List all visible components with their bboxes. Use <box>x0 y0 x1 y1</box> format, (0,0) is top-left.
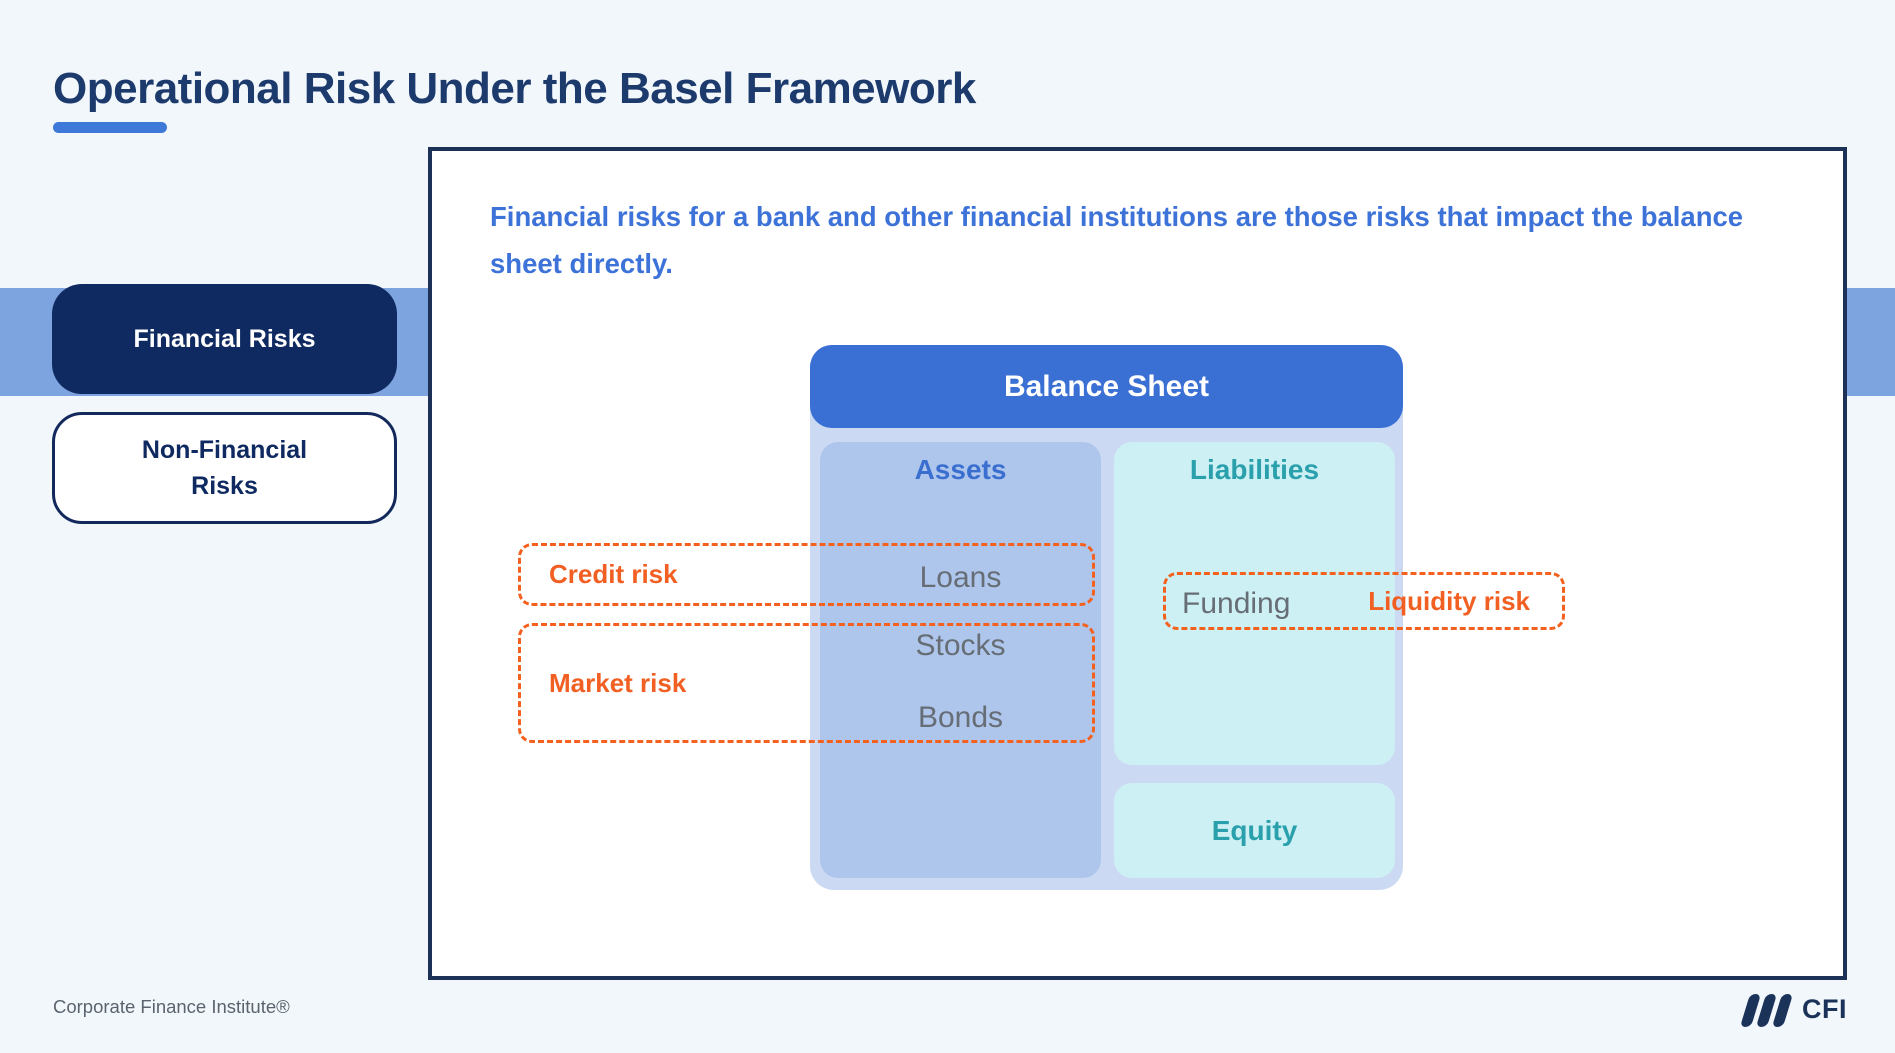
assets-heading: Assets <box>914 454 1007 485</box>
assets-column <box>820 442 1101 878</box>
liabilities-heading: Liabilities <box>1189 454 1320 485</box>
asset-item-bonds: Bonds <box>917 701 1004 734</box>
market-risk-annotation: Market risk <box>518 623 1095 743</box>
liability-item-funding: Funding <box>1182 587 1291 620</box>
credit-risk-label: Credit risk <box>549 559 678 589</box>
liquidity-risk-annotation: Liquidity risk <box>1163 572 1565 630</box>
liabilities-box <box>1114 442 1395 765</box>
equity-box: Equity <box>1114 783 1395 878</box>
cfi-logo: CFI <box>1739 988 1847 1030</box>
balance-sheet-header: Balance Sheet <box>810 345 1403 428</box>
page-title: Operational Risk Under the Basel Framewo… <box>53 64 976 113</box>
asset-item-loans: Loans <box>919 561 1002 594</box>
cfi-logo-icon <box>1739 991 1794 1027</box>
balance-sheet-title: Balance Sheet <box>1003 369 1210 403</box>
title-underline <box>53 122 167 133</box>
cfi-logo-text: CFI <box>1802 993 1847 1024</box>
tab-non-financial-risks[interactable]: Non-Financial Risks <box>52 412 397 524</box>
intro-text: Financial risks for a bank and other fin… <box>490 201 1744 279</box>
equity-heading: Equity <box>1211 814 1298 846</box>
tab-financial-risks[interactable]: Financial Risks <box>52 284 397 394</box>
asset-item-stocks: Stocks <box>915 629 1006 662</box>
tab-financial-risks-label: Financial Risks <box>133 324 316 353</box>
liquidity-risk-label: Liquidity risk <box>1368 585 1530 616</box>
credit-risk-annotation: Credit risk <box>518 543 1095 606</box>
footer-credit: Corporate Finance Institute® <box>53 996 290 1017</box>
tab-non-financial-risks-label: Non-Financial Risks <box>141 435 308 500</box>
market-risk-label: Market risk <box>549 667 687 698</box>
